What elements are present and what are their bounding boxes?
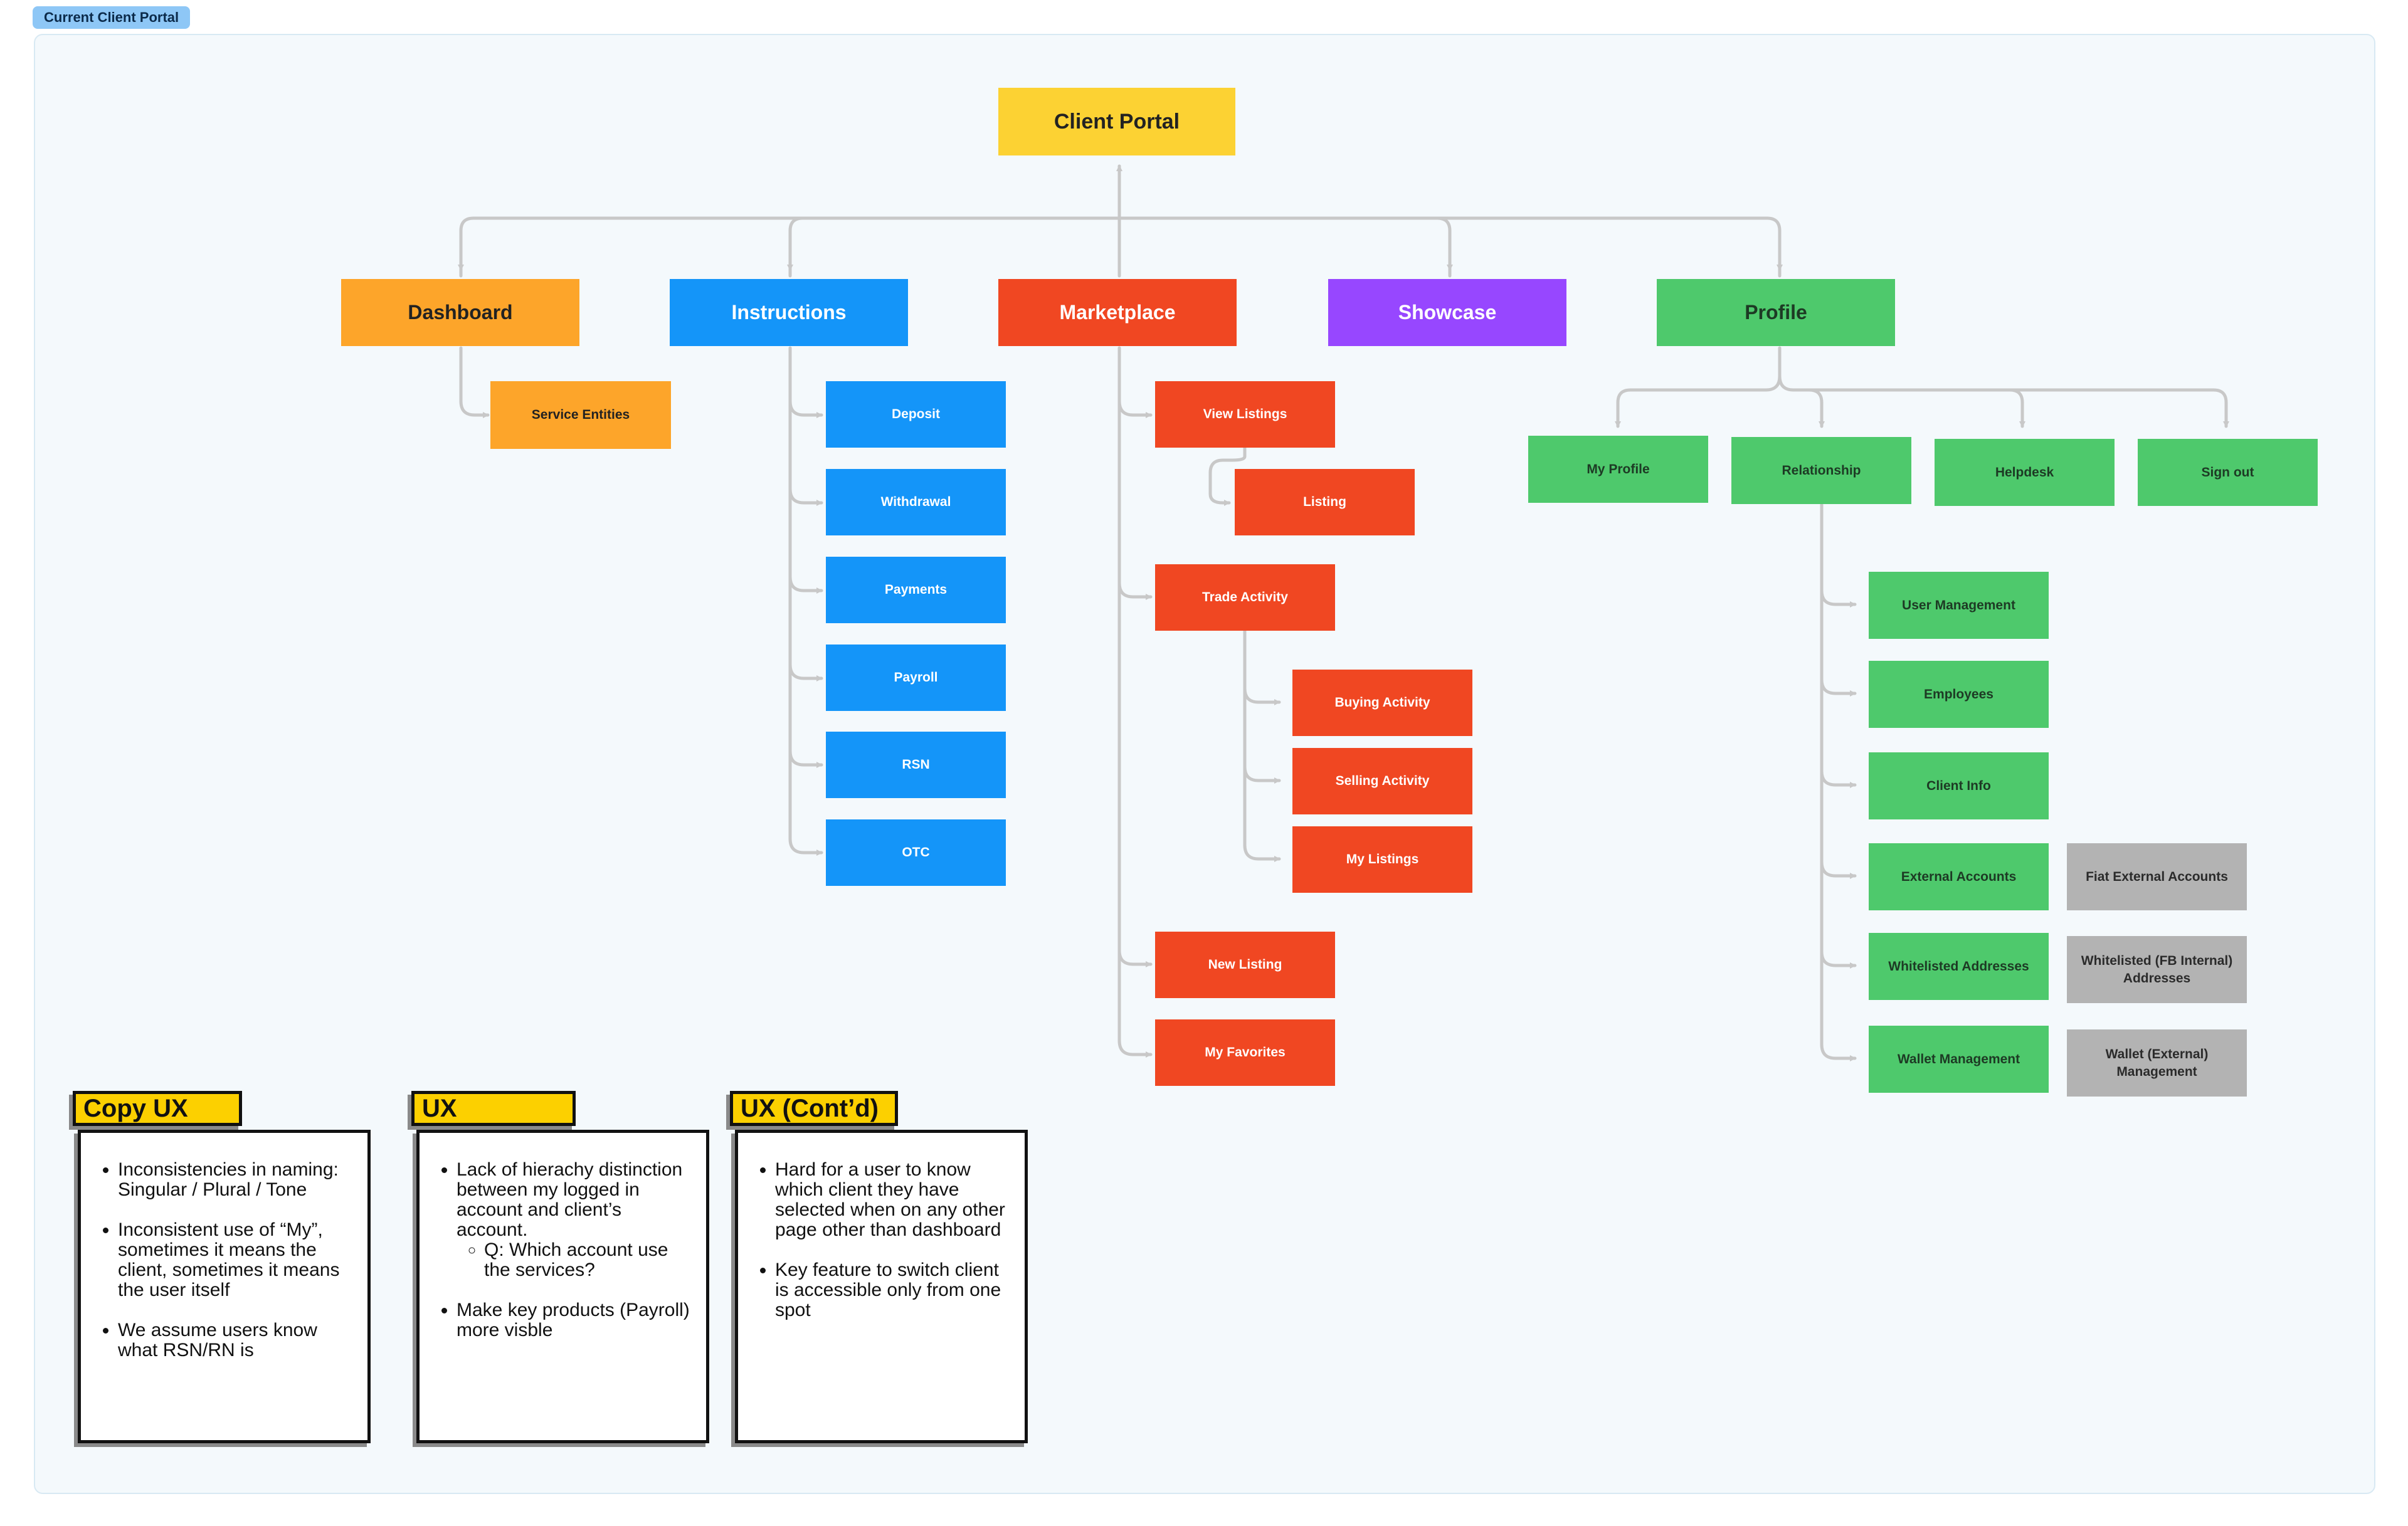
note-bullet: We assume users know what RSN/RN is (118, 1320, 358, 1360)
connector-external-accounts (1820, 860, 1857, 879)
note-ux[interactable]: UX Lack of hierachy distinction between … (411, 1091, 709, 1443)
connector-rsn (788, 749, 823, 768)
node-dashboard[interactable]: Dashboard (341, 279, 579, 346)
note-bullet: Key feature to switch client is accessib… (775, 1260, 1015, 1320)
node-fiat-external-accounts[interactable]: Fiat External Accounts (2067, 843, 2247, 910)
note-bullets: Lack of hierachy distinction between my … (441, 1160, 697, 1360)
note-card (416, 1130, 709, 1443)
note-title: UX (411, 1091, 576, 1126)
connector-employees (1820, 678, 1857, 697)
note-bullet-text: Lack of hierachy distinction between my … (457, 1159, 683, 1240)
node-employees[interactable]: Employees (1869, 661, 2049, 728)
note-bullet: Hard for a user to know which client the… (775, 1160, 1015, 1240)
note-card (735, 1130, 1028, 1443)
node-client-portal[interactable]: Client Portal (998, 88, 1235, 155)
note-bullets: Inconsistencies in naming: Singular / Pl… (103, 1160, 358, 1381)
note-card (78, 1130, 371, 1443)
node-profile[interactable]: Profile (1657, 279, 1895, 346)
connector-buying (1243, 687, 1281, 705)
node-whitelisted-addresses[interactable]: Whitelisted Addresses (1869, 933, 2049, 1000)
connector-whitelisted (1820, 950, 1857, 969)
connector-withdrawal (788, 487, 823, 506)
node-my-favorites[interactable]: My Favorites (1155, 1019, 1335, 1086)
connector-profile-fan (1615, 346, 1782, 428)
note-title: UX (Cont’d) (730, 1091, 898, 1126)
note-sub-bullet: Q: Which account use the services? (484, 1240, 697, 1280)
connector-relationship-trunk (1820, 503, 1857, 1061)
node-whitelisted-fb-internal[interactable]: Whitelisted (FB Internal) Addresses (2067, 936, 2247, 1003)
node-client-info[interactable]: Client Info (1869, 752, 2049, 819)
frame-label[interactable]: Current Client Portal (33, 6, 191, 29)
note-copy-ux[interactable]: Copy UX Inconsistencies in naming: Singu… (73, 1091, 371, 1443)
connector-trade-activity (1117, 581, 1153, 600)
node-user-management[interactable]: User Management (1869, 572, 2049, 639)
note-bullet: Lack of hierachy distinction between my … (457, 1160, 697, 1280)
node-withdrawal[interactable]: Withdrawal (826, 469, 1006, 535)
note-title: Copy UX (73, 1091, 242, 1126)
connector-payroll (788, 663, 823, 681)
connector-showcase-root (1117, 216, 1452, 278)
node-external-accounts[interactable]: External Accounts (1869, 843, 2049, 910)
connector-view-listings (1117, 399, 1153, 418)
node-payments[interactable]: Payments (826, 557, 1006, 623)
connector-instructions-root (788, 216, 1121, 278)
connector-instructions-trunk (788, 346, 823, 856)
connector-service-entities (459, 346, 490, 418)
connector-marketplace-trunk (1117, 346, 1153, 1058)
node-my-listings[interactable]: My Listings (1292, 826, 1472, 893)
node-service-entities[interactable]: Service Entities (490, 381, 671, 449)
connector-payments (788, 575, 823, 594)
connector-deposit (788, 399, 823, 418)
node-new-listing[interactable]: New Listing (1155, 932, 1335, 998)
node-helpdesk[interactable]: Helpdesk (1935, 439, 2115, 506)
connector-signout (2008, 388, 2229, 428)
note-bullet: Inconsistent use of “My”, sometimes it m… (118, 1220, 358, 1300)
node-sign-out[interactable]: Sign out (2138, 439, 2318, 506)
node-listing[interactable]: Listing (1235, 469, 1415, 535)
node-relationship[interactable]: Relationship (1731, 437, 1911, 504)
connector-relationship (1778, 374, 1825, 428)
node-deposit[interactable]: Deposit (826, 381, 1006, 448)
node-instructions[interactable]: Instructions (670, 279, 908, 346)
note-ux-contd[interactable]: UX (Cont’d) Hard for a user to know whic… (730, 1091, 1028, 1443)
node-showcase[interactable]: Showcase (1328, 279, 1566, 346)
connector-trade-trunk (1243, 628, 1281, 862)
node-wallet-management[interactable]: Wallet Management (1869, 1026, 2049, 1093)
note-bullets: Hard for a user to know which client the… (760, 1160, 1015, 1340)
node-marketplace[interactable]: Marketplace (998, 279, 1237, 346)
node-otc[interactable]: OTC (826, 819, 1006, 886)
connector-user-management (1820, 589, 1857, 608)
connector-client-info (1820, 769, 1857, 788)
node-wallet-external-management[interactable]: Wallet (External) Management (2067, 1029, 2247, 1097)
node-trade-activity[interactable]: Trade Activity (1155, 564, 1335, 631)
connector-helpdesk (1792, 388, 2025, 428)
note-sub-bullets: Q: Which account use the services? (457, 1240, 697, 1280)
connector-listing (1208, 445, 1247, 506)
node-view-listings[interactable]: View Listings (1155, 381, 1335, 448)
note-bullet: Make key products (Payroll) more visble (457, 1300, 697, 1340)
node-selling-activity[interactable]: Selling Activity (1292, 748, 1472, 814)
connector-selling (1243, 765, 1281, 784)
note-bullet: Inconsistencies in naming: Singular / Pl… (118, 1160, 358, 1200)
node-payroll[interactable]: Payroll (826, 645, 1006, 711)
connector-new-listing (1117, 949, 1153, 967)
node-buying-activity[interactable]: Buying Activity (1292, 670, 1472, 736)
node-my-profile[interactable]: My Profile (1528, 436, 1708, 503)
node-rsn[interactable]: RSN (826, 732, 1006, 798)
